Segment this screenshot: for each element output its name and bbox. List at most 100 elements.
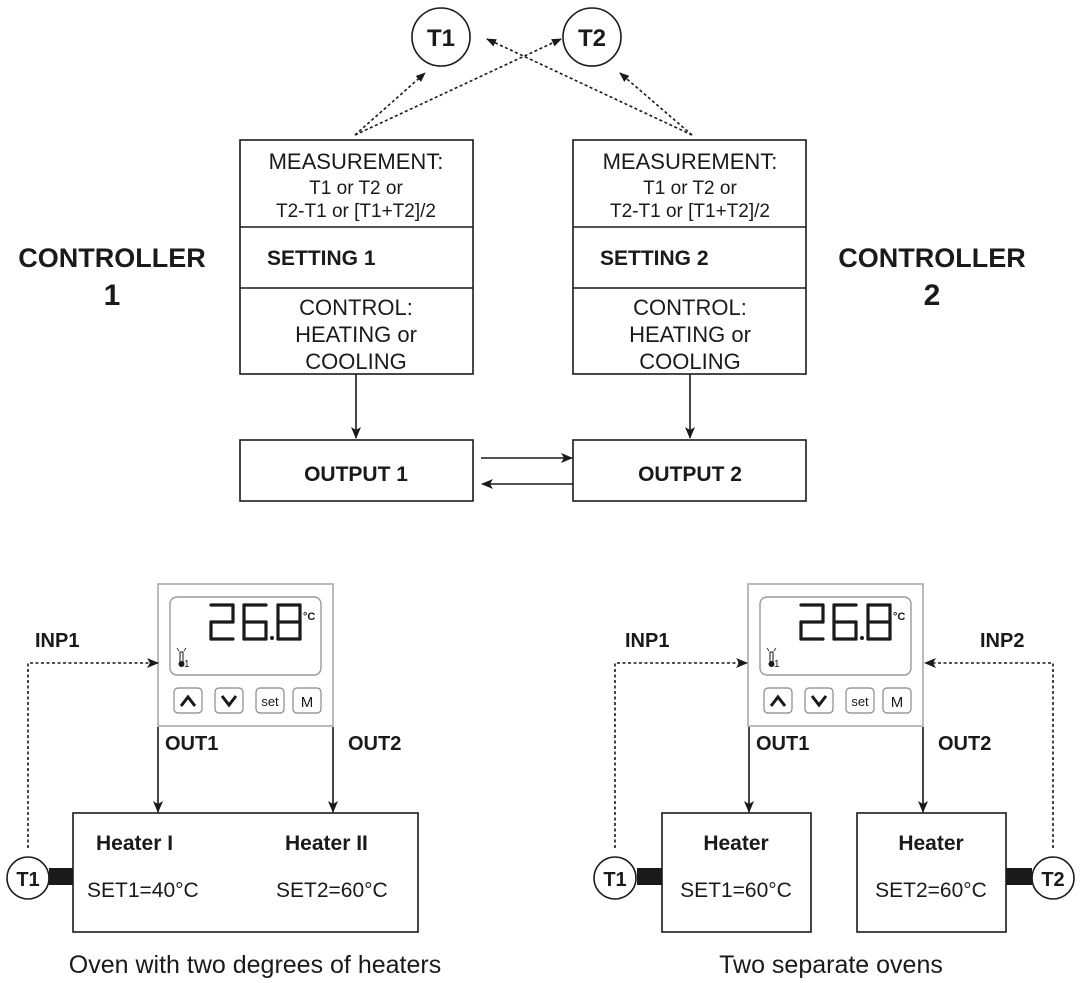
- sensor-t2-circle: [562, 7, 622, 67]
- controller-1-frame: [239, 139, 474, 375]
- inp1-label: INP1: [625, 630, 669, 652]
- control-line1: HEATING or: [295, 322, 417, 347]
- up-button[interactable]: [763, 687, 793, 714]
- set-button[interactable]: set: [255, 687, 285, 714]
- arrow-c1-to-t2: [354, 38, 562, 136]
- output-2-label: OUTPUT 2: [638, 463, 742, 486]
- measurement-line1: T1 or T2 or: [643, 178, 737, 199]
- out1-label: OUT1: [756, 733, 809, 755]
- oven-frame: [661, 812, 812, 933]
- heater-1-title: Heater I: [96, 832, 173, 855]
- controller-1-block: MEASUREMENT: T1 or T2 or T2-T1 or [T1+T2…: [239, 139, 474, 375]
- oven-frame: [856, 812, 1007, 933]
- decimal-point: [860, 636, 864, 640]
- sensor-t1-circle: [6, 856, 50, 900]
- output-2-frame: [572, 439, 807, 502]
- sensor-t2-label: T2: [578, 25, 606, 52]
- caption-left: Oven with two degrees of heaters: [69, 951, 441, 979]
- heater-2-title: Heater: [898, 832, 963, 855]
- sensor-t1-circle: [411, 7, 471, 67]
- control-line1: HEATING or: [629, 322, 751, 347]
- heater-1-title: Heater: [703, 832, 768, 855]
- input-wire-inp1: [27, 658, 159, 848]
- sensor-probe: [637, 868, 662, 885]
- arrow-c1-to-t1: [354, 72, 426, 136]
- inp1-label: INP1: [35, 630, 79, 652]
- arrow-c2-to-t2: [619, 72, 693, 136]
- inp2-label: INP2: [980, 630, 1024, 652]
- output-1-frame: [239, 439, 474, 502]
- chevron-down-icon: [220, 695, 238, 708]
- unit-label: °C: [303, 611, 315, 623]
- display-value: [209, 603, 302, 641]
- thermometer-icon: [176, 647, 187, 667]
- display-value: [799, 603, 892, 641]
- control-line2: COOLING: [639, 349, 740, 374]
- sensor-t1-label: T1: [16, 869, 39, 891]
- output-1-box: OUTPUT 1: [239, 439, 474, 502]
- sensor-t2-label: T2: [1041, 869, 1064, 891]
- controller-device-right: °C 1 set M: [747, 583, 924, 727]
- arrow-c2-to-t1: [486, 38, 693, 136]
- up-button[interactable]: [173, 687, 203, 714]
- chevron-up-icon: [179, 694, 197, 707]
- sensor-t1-circle: [593, 856, 637, 900]
- caption-right: Two separate ovens: [719, 951, 943, 979]
- chevron-up-icon: [769, 694, 787, 707]
- mode-button-label: M: [301, 694, 314, 711]
- sensor-t1-label: T1: [427, 25, 455, 52]
- down-button[interactable]: [214, 687, 244, 714]
- unit-label: °C: [893, 611, 905, 623]
- controller-2-number: 2: [924, 279, 941, 312]
- set-button[interactable]: set: [845, 687, 875, 714]
- thermometer-icon: [766, 647, 777, 667]
- out2-label: OUT2: [938, 733, 991, 755]
- heater-1-setpoint: SET1=60°C: [680, 879, 792, 902]
- measurement-line2: T2-T1 or [T1+T2]/2: [276, 201, 436, 222]
- sensor-t2: T2: [562, 7, 622, 67]
- down-button[interactable]: [804, 687, 834, 714]
- control-line2: COOLING: [305, 349, 406, 374]
- oven-box-2: Heater SET2=60°C: [856, 812, 1007, 933]
- sensor-t1-label: T1: [603, 869, 626, 891]
- controller-device-left: °C 1 set M: [157, 583, 334, 727]
- controller-2-frame: [572, 139, 807, 375]
- controller-2-label: CONTROLLER: [838, 243, 1025, 273]
- input-wire-inp2: [924, 658, 1054, 848]
- controller-1-number: 1: [104, 279, 121, 312]
- heater-2-setpoint: SET2=60°C: [276, 879, 388, 902]
- out1-label: OUT1: [165, 733, 218, 755]
- sensor-probe: [49, 868, 73, 885]
- setting-label: SETTING 1: [267, 247, 376, 270]
- oven-frame: [72, 812, 419, 933]
- sensor-probe: [1006, 868, 1032, 885]
- heater-2-title: Heater II: [285, 832, 368, 855]
- set-button-label: set: [851, 694, 869, 709]
- chevron-down-icon: [810, 695, 828, 708]
- mode-button[interactable]: M: [292, 687, 322, 714]
- heater-2-setpoint: SET2=60°C: [875, 879, 987, 902]
- measurement-line1: T1 or T2 or: [309, 178, 403, 199]
- output-2-box: OUTPUT 2: [572, 439, 807, 502]
- oven-box-1: Heater SET1=60°C: [661, 812, 812, 933]
- decimal-point: [270, 636, 274, 640]
- output-1-label: OUTPUT 1: [304, 463, 408, 486]
- control-title: CONTROL:: [299, 295, 413, 320]
- controller-1-label: CONTROLLER: [18, 243, 205, 273]
- mode-button-label: M: [891, 694, 904, 711]
- heater-1-setpoint: SET1=40°C: [87, 879, 199, 902]
- input-wire-inp1: [614, 658, 748, 848]
- mode-button[interactable]: M: [882, 687, 912, 714]
- control-title: CONTROL:: [633, 295, 747, 320]
- input-indicator: 1: [774, 659, 780, 670]
- sensor-t1: T1: [411, 7, 471, 67]
- setting-label: SETTING 2: [600, 247, 709, 270]
- set-button-label: set: [261, 694, 279, 709]
- controller-2-block: MEASUREMENT: T1 or T2 or T2-T1 or [T1+T2…: [572, 139, 807, 375]
- measurement-title: MEASUREMENT:: [269, 149, 444, 174]
- oven-box-left: Heater I SET1=40°C Heater II SET2=60°C: [72, 812, 419, 933]
- out2-label: OUT2: [348, 733, 401, 755]
- measurement-title: MEASUREMENT:: [603, 149, 778, 174]
- input-indicator: 1: [184, 659, 190, 670]
